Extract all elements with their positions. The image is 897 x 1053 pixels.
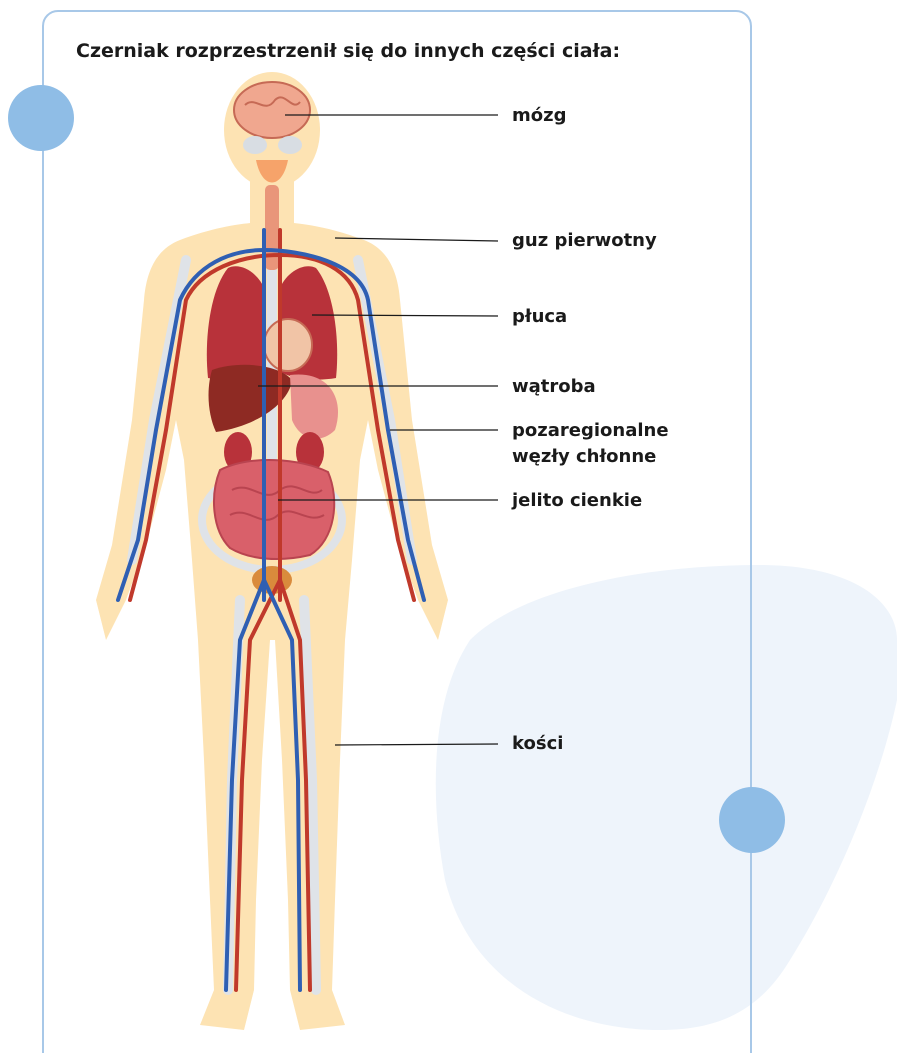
label-bones: kości [512, 731, 563, 757]
label-lymph-nodes: pozaregionalne węzły chłonne [512, 418, 669, 470]
label-lymph-nodes-line2: węzły chłonne [512, 444, 669, 470]
label-brain: mózg [512, 103, 566, 129]
label-lungs: płuca [512, 304, 567, 330]
label-primary-tumor: guz pierwotny [512, 228, 657, 254]
label-small-intestine: jelito cienkie [512, 488, 642, 514]
label-lymph-nodes-line1: pozaregionalne [512, 418, 669, 444]
heart [264, 319, 312, 371]
small-intestine [214, 460, 334, 559]
leader-line-bones [335, 744, 498, 745]
brain [234, 82, 310, 138]
label-liver: wątroba [512, 374, 596, 400]
